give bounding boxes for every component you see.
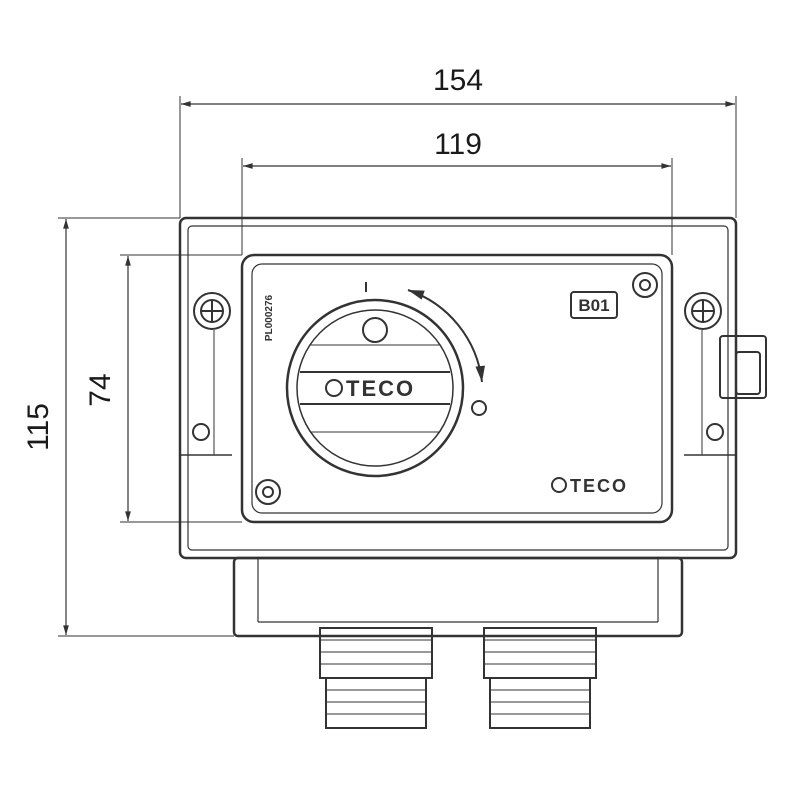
rotary-switch-knob xyxy=(285,282,487,478)
badge-b01: B01 xyxy=(570,291,618,319)
side-connector xyxy=(719,335,767,399)
corner-logo: TECO xyxy=(551,476,628,496)
enclosure-body xyxy=(178,216,738,560)
dimension-overall-width: 154 xyxy=(179,64,737,218)
part-code-text: PL000276 xyxy=(264,294,275,341)
mounting-holes xyxy=(192,272,724,505)
cable-gland-left xyxy=(319,627,433,729)
screw-right xyxy=(684,292,722,330)
cable-gland-right xyxy=(483,627,597,729)
dimension-label-119: 119 xyxy=(434,128,482,161)
dimension-label-154: 154 xyxy=(433,64,483,97)
dimension-label-115: 115 xyxy=(22,403,55,451)
corner-brand-text: TECO xyxy=(570,476,628,496)
dimension-label-74: 74 xyxy=(84,373,117,406)
dimension-inner-width: 119 xyxy=(241,128,673,255)
knob-logo: TECO xyxy=(325,376,415,401)
enclosure-base xyxy=(232,556,684,638)
knob-brand-text: TECO xyxy=(346,376,415,401)
dimension-overall-height: 115 xyxy=(22,217,234,637)
badge-text: B01 xyxy=(578,296,609,315)
screw-left xyxy=(193,292,231,330)
